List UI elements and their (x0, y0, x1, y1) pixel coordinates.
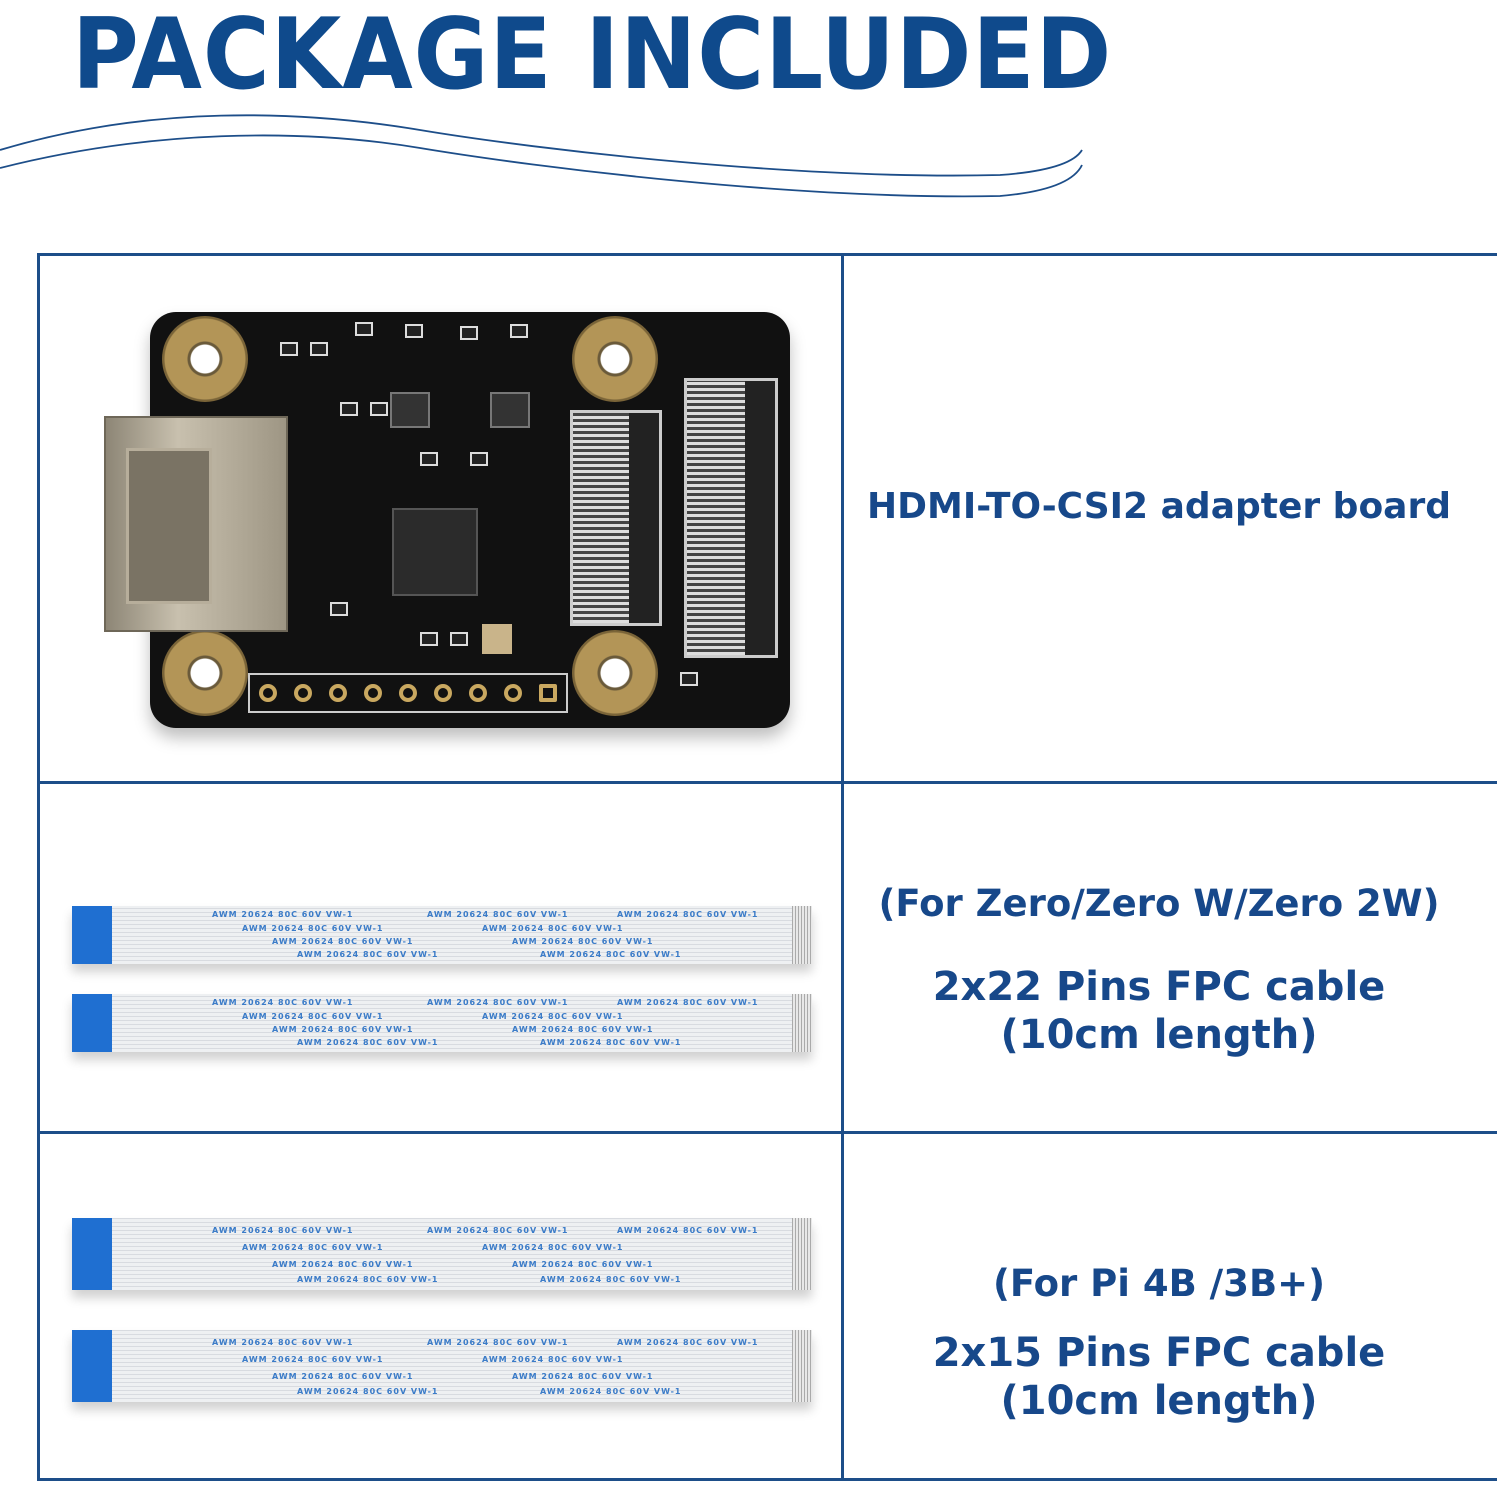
cable-22pin-caption: 2x22 Pins FPC cable (932, 964, 1386, 1010)
page-title: PACKAGE INCLUDED (72, 0, 1113, 112)
chip (392, 508, 478, 596)
cable-15pin-compat: (For Pi 4B /3B+) (992, 1262, 1326, 1305)
cable-22pin-length: (10cm length) (1000, 1012, 1318, 1058)
cable-15pin-caption: 2x15 Pins FPC cable (932, 1330, 1386, 1376)
package-table (37, 253, 1497, 1481)
adapter-board-caption: HDMI-TO-CSI2 adapter board (867, 486, 1451, 527)
column-divider (841, 253, 844, 1481)
row-divider (37, 1131, 1497, 1134)
decorative-wave (0, 114, 1083, 198)
cable-22pin-compat: (For Zero/Zero W/Zero 2W) (878, 882, 1440, 925)
row-divider (37, 781, 1497, 784)
pin-header (248, 673, 568, 713)
cable-15pin-length: (10cm length) (1000, 1378, 1318, 1424)
